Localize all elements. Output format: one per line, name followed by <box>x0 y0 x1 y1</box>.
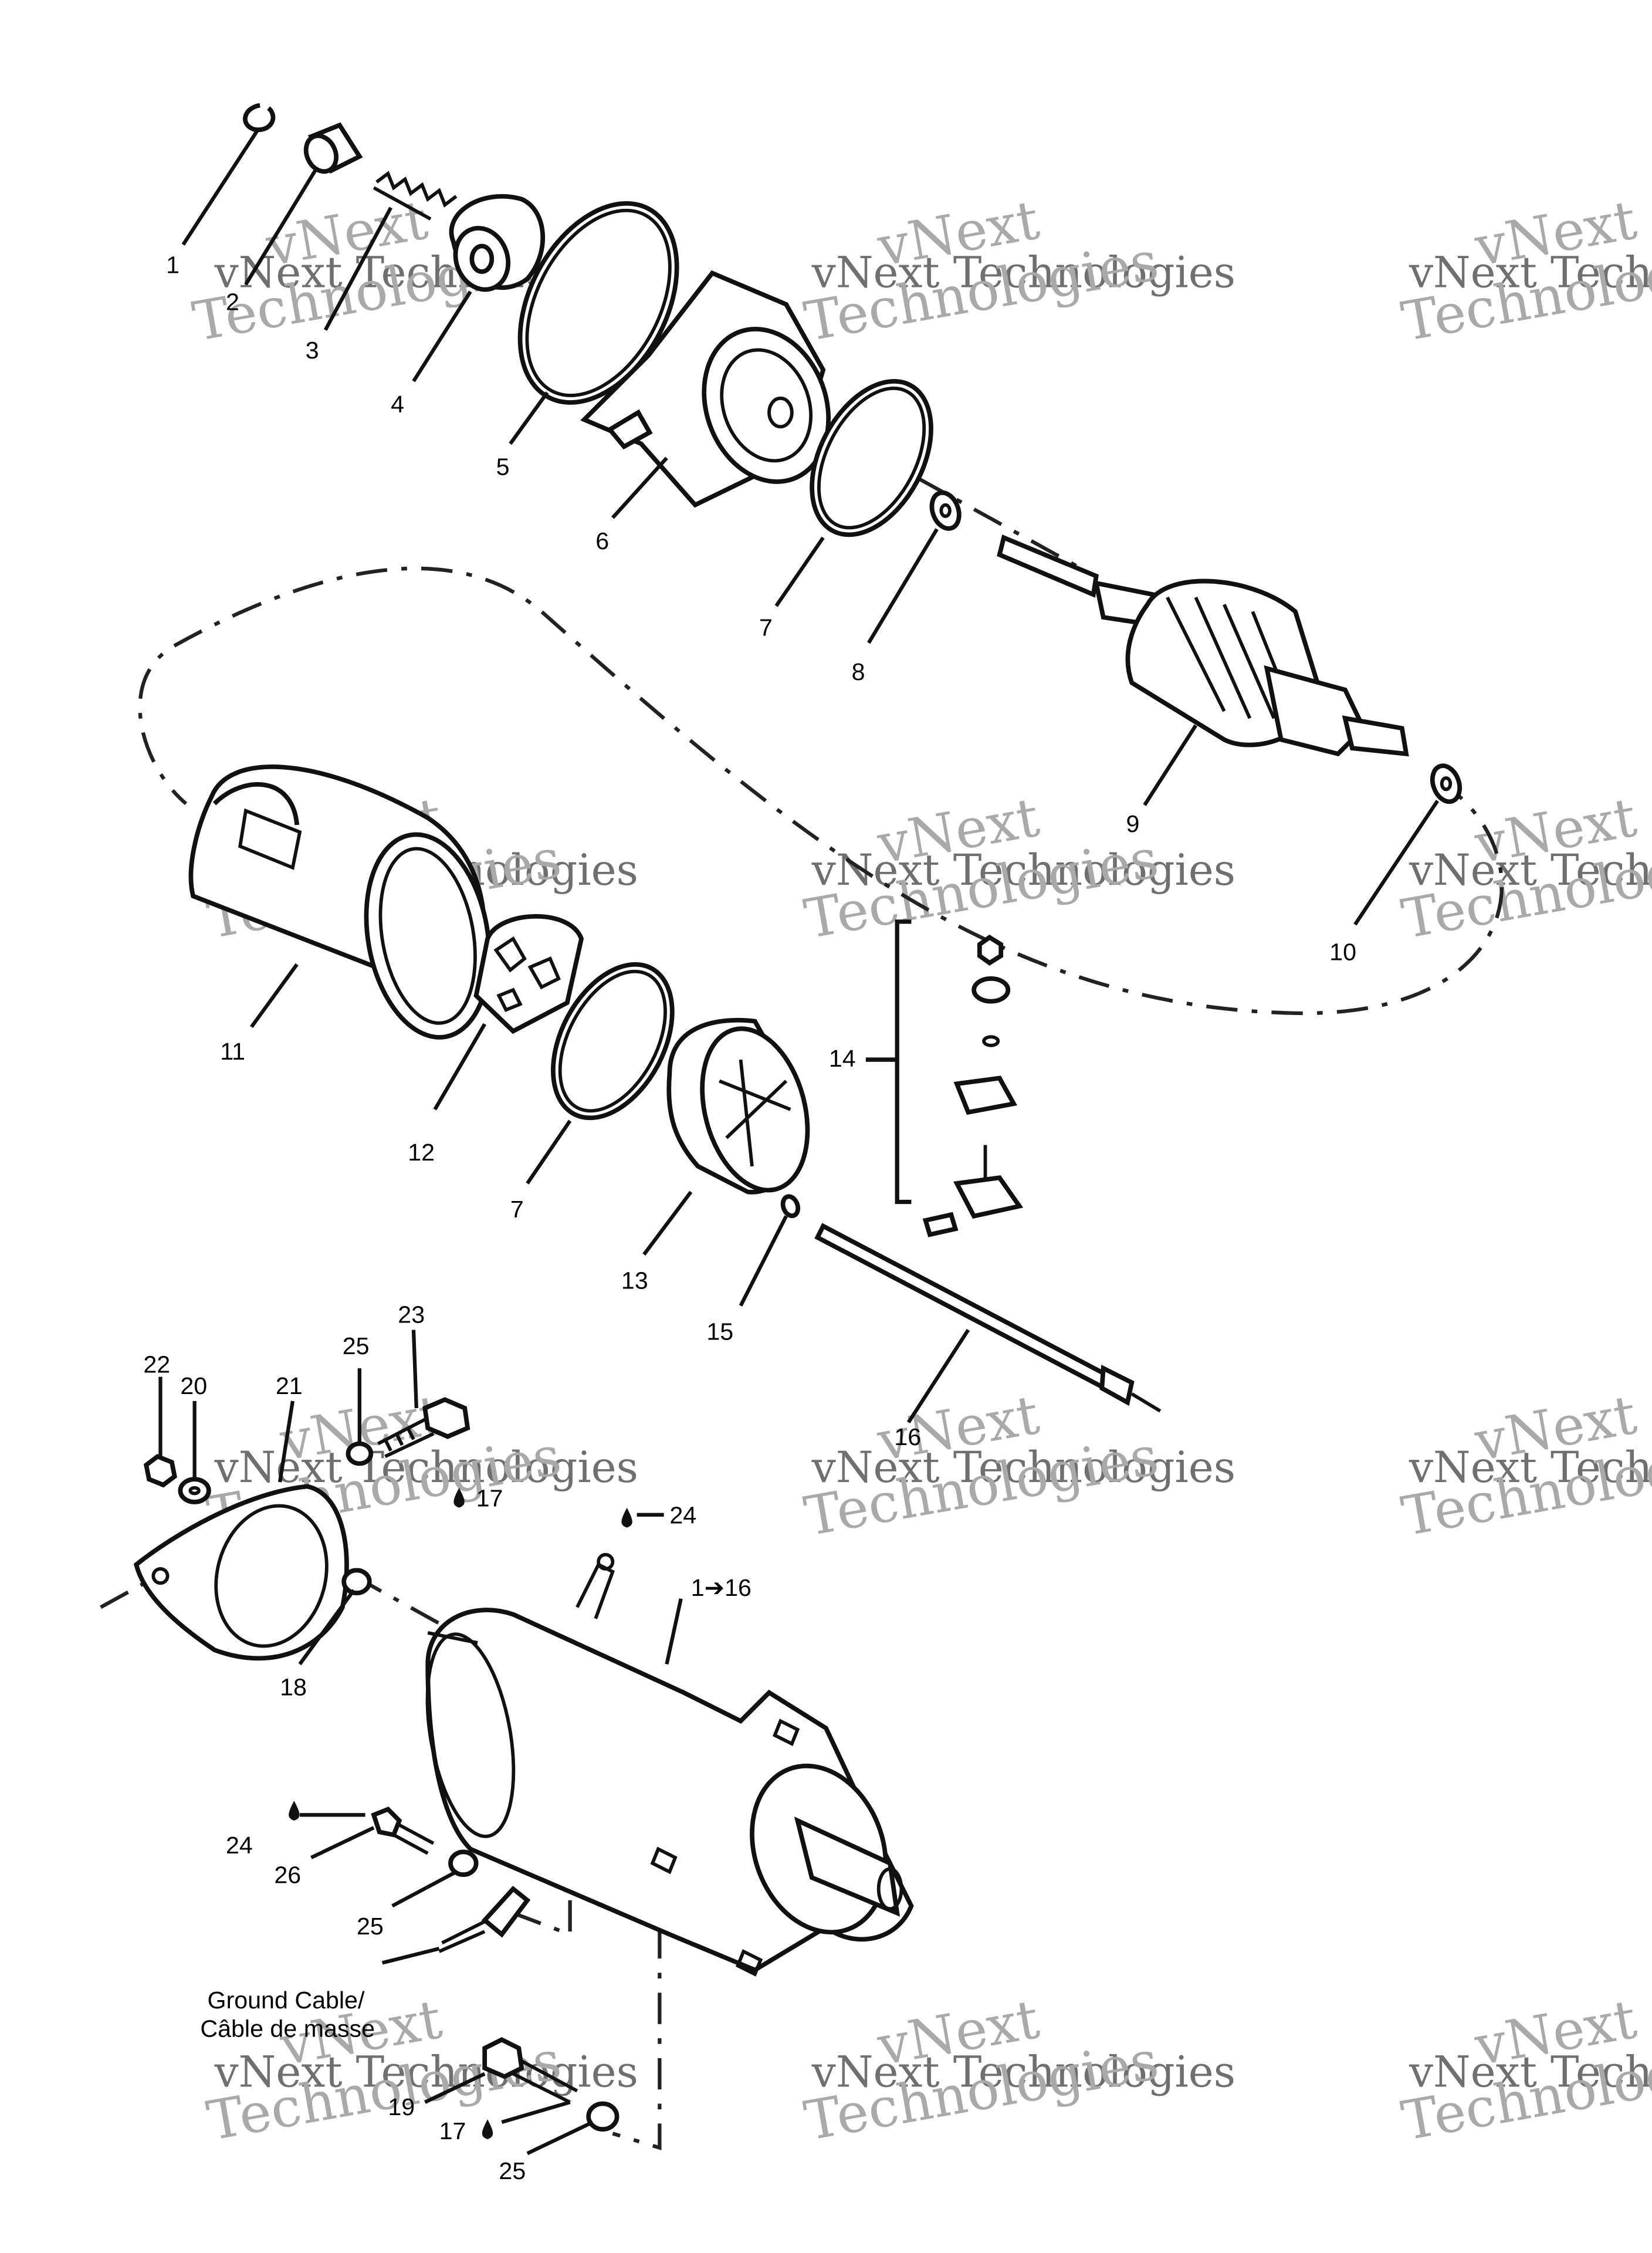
callout-12: 12 <box>408 1139 435 1166</box>
callout-3: 3 <box>306 337 319 364</box>
sealant-drop-icon <box>289 1801 300 1821</box>
callout-5: 5 <box>496 454 510 481</box>
callout-numbers: 1 2 3 4 5 6 7 8 9 10 11 12 7 13 14 15 16… <box>143 251 1356 2184</box>
watermark-layer: vNext vNext Technologies Technologies vN… <box>188 188 1652 2153</box>
callout-15: 15 <box>706 1318 733 1345</box>
callout-21: 21 <box>276 1372 303 1399</box>
part-2-bushing <box>303 122 363 174</box>
part-starter-assembly <box>425 1552 914 1977</box>
callout-25b: 25 <box>357 1913 384 1940</box>
callout-1-to-16: 1➔16 <box>691 1574 751 1601</box>
callout-7b: 7 <box>510 1196 524 1223</box>
ground-cable-label-fr: Câble de masse <box>200 2015 375 2042</box>
watermark: vNext vNext Technologies Technologies <box>1397 188 1652 353</box>
watermark: vNext vNext Technologies Technologies <box>800 1383 1235 1548</box>
svg-text:vNext Technologies: vNext Technologies <box>811 2047 1235 2097</box>
part-6-drive-housing <box>580 270 831 508</box>
callout-7: 7 <box>759 614 773 641</box>
part-14-terminal-kit <box>865 919 1024 1237</box>
part-11-yoke <box>188 764 492 1040</box>
part-19-bolt <box>482 2037 578 2104</box>
part-4-pinion-drive <box>449 194 545 292</box>
callout-17a: 17 <box>476 1484 503 1511</box>
part-21-support-bracket <box>133 1484 349 1661</box>
callout-11: 11 <box>220 1038 245 1065</box>
part-ground-cable-lug <box>438 1886 531 1953</box>
watermark: vNext vNext Technologies Technologies <box>800 785 1235 950</box>
callout-26: 26 <box>274 1862 301 1889</box>
part-25-washer-b <box>448 1849 479 1877</box>
ground-cable-label: Ground Cable/ Câble de masse <box>200 1987 375 2042</box>
thread-locker-drop-icon <box>482 2119 493 2140</box>
part-15-o-ring <box>780 1194 801 1219</box>
callout-24b: 24 <box>226 1832 253 1859</box>
part-3-spring <box>373 171 458 221</box>
callout-8: 8 <box>852 658 865 685</box>
callout-14: 14 <box>829 1045 856 1072</box>
callout-6: 6 <box>595 527 609 554</box>
callout-20: 20 <box>180 1372 207 1399</box>
part-13-end-cover <box>666 1018 810 1195</box>
sealant-drop-icon <box>621 1507 632 1528</box>
part-8-washer <box>929 490 962 531</box>
svg-text:vNext Technologies: vNext Technologies <box>1409 845 1652 895</box>
part-9-armature <box>997 535 1409 757</box>
part-23-bolt <box>377 1397 470 1459</box>
svg-text:vNext Technologies: vNext Technologies <box>1409 1443 1652 1493</box>
part-18-washer <box>341 1568 372 1596</box>
watermark: vNext vNext Technologies Technologies <box>1397 785 1652 950</box>
svg-text:vNext Technologies: vNext Technologies <box>1409 248 1652 298</box>
svg-text:vNext Technologies: vNext Technologies <box>1409 2047 1652 2097</box>
callout-9: 9 <box>1126 810 1140 837</box>
callout-19: 19 <box>388 2093 415 2120</box>
thread-locker-drop-icon <box>453 1487 465 1508</box>
part-10-washer <box>1430 763 1463 804</box>
part-7-o-ring-b <box>551 962 675 1121</box>
part-1-circlip <box>243 103 276 133</box>
callout-4: 4 <box>391 391 404 418</box>
svg-text:vNext Technologies: vNext Technologies <box>214 2047 638 2097</box>
callout-24a: 24 <box>669 1501 696 1528</box>
svg-text:vNext Technologies: vNext Technologies <box>811 845 1235 895</box>
callout-10: 10 <box>1329 938 1356 965</box>
callout-25c: 25 <box>499 2157 526 2184</box>
part-26-bolt <box>371 1807 435 1855</box>
svg-text:vNext Technologies: vNext Technologies <box>811 248 1235 298</box>
watermark: vNext vNext Technologies Technologies <box>1397 1987 1652 2153</box>
callout-18: 18 <box>280 1674 307 1701</box>
callout-25a: 25 <box>343 1332 370 1359</box>
part-25-washer-a <box>346 1441 374 1466</box>
part-20-washer <box>178 1477 211 1504</box>
watermark: vNext vNext Technologies Technologies <box>1397 1383 1652 1548</box>
part-12-brush-plate <box>473 914 584 1034</box>
callout-17b: 17 <box>439 2117 466 2144</box>
part-7-o-ring <box>810 378 933 537</box>
part-16-through-bolt <box>814 1223 1162 1413</box>
ground-cable-label-en: Ground Cable/ <box>207 1987 365 2014</box>
watermark: vNext vNext Technologies Technologies <box>800 188 1235 353</box>
callout-2: 2 <box>226 288 239 315</box>
callout-16: 16 <box>894 1423 921 1450</box>
svg-text:vNext Technologies: vNext Technologies <box>811 1443 1235 1493</box>
part-25-washer-c <box>586 2101 620 2132</box>
part-5-o-ring <box>517 201 679 405</box>
callout-13: 13 <box>621 1267 648 1294</box>
callout-23: 23 <box>398 1301 425 1328</box>
part-22-nut <box>143 1454 177 1488</box>
callout-22: 22 <box>143 1351 170 1378</box>
watermark: vNext vNext Technologies Technologies <box>800 1987 1235 2153</box>
leader-lines <box>158 130 1440 2156</box>
callout-1: 1 <box>166 251 180 278</box>
